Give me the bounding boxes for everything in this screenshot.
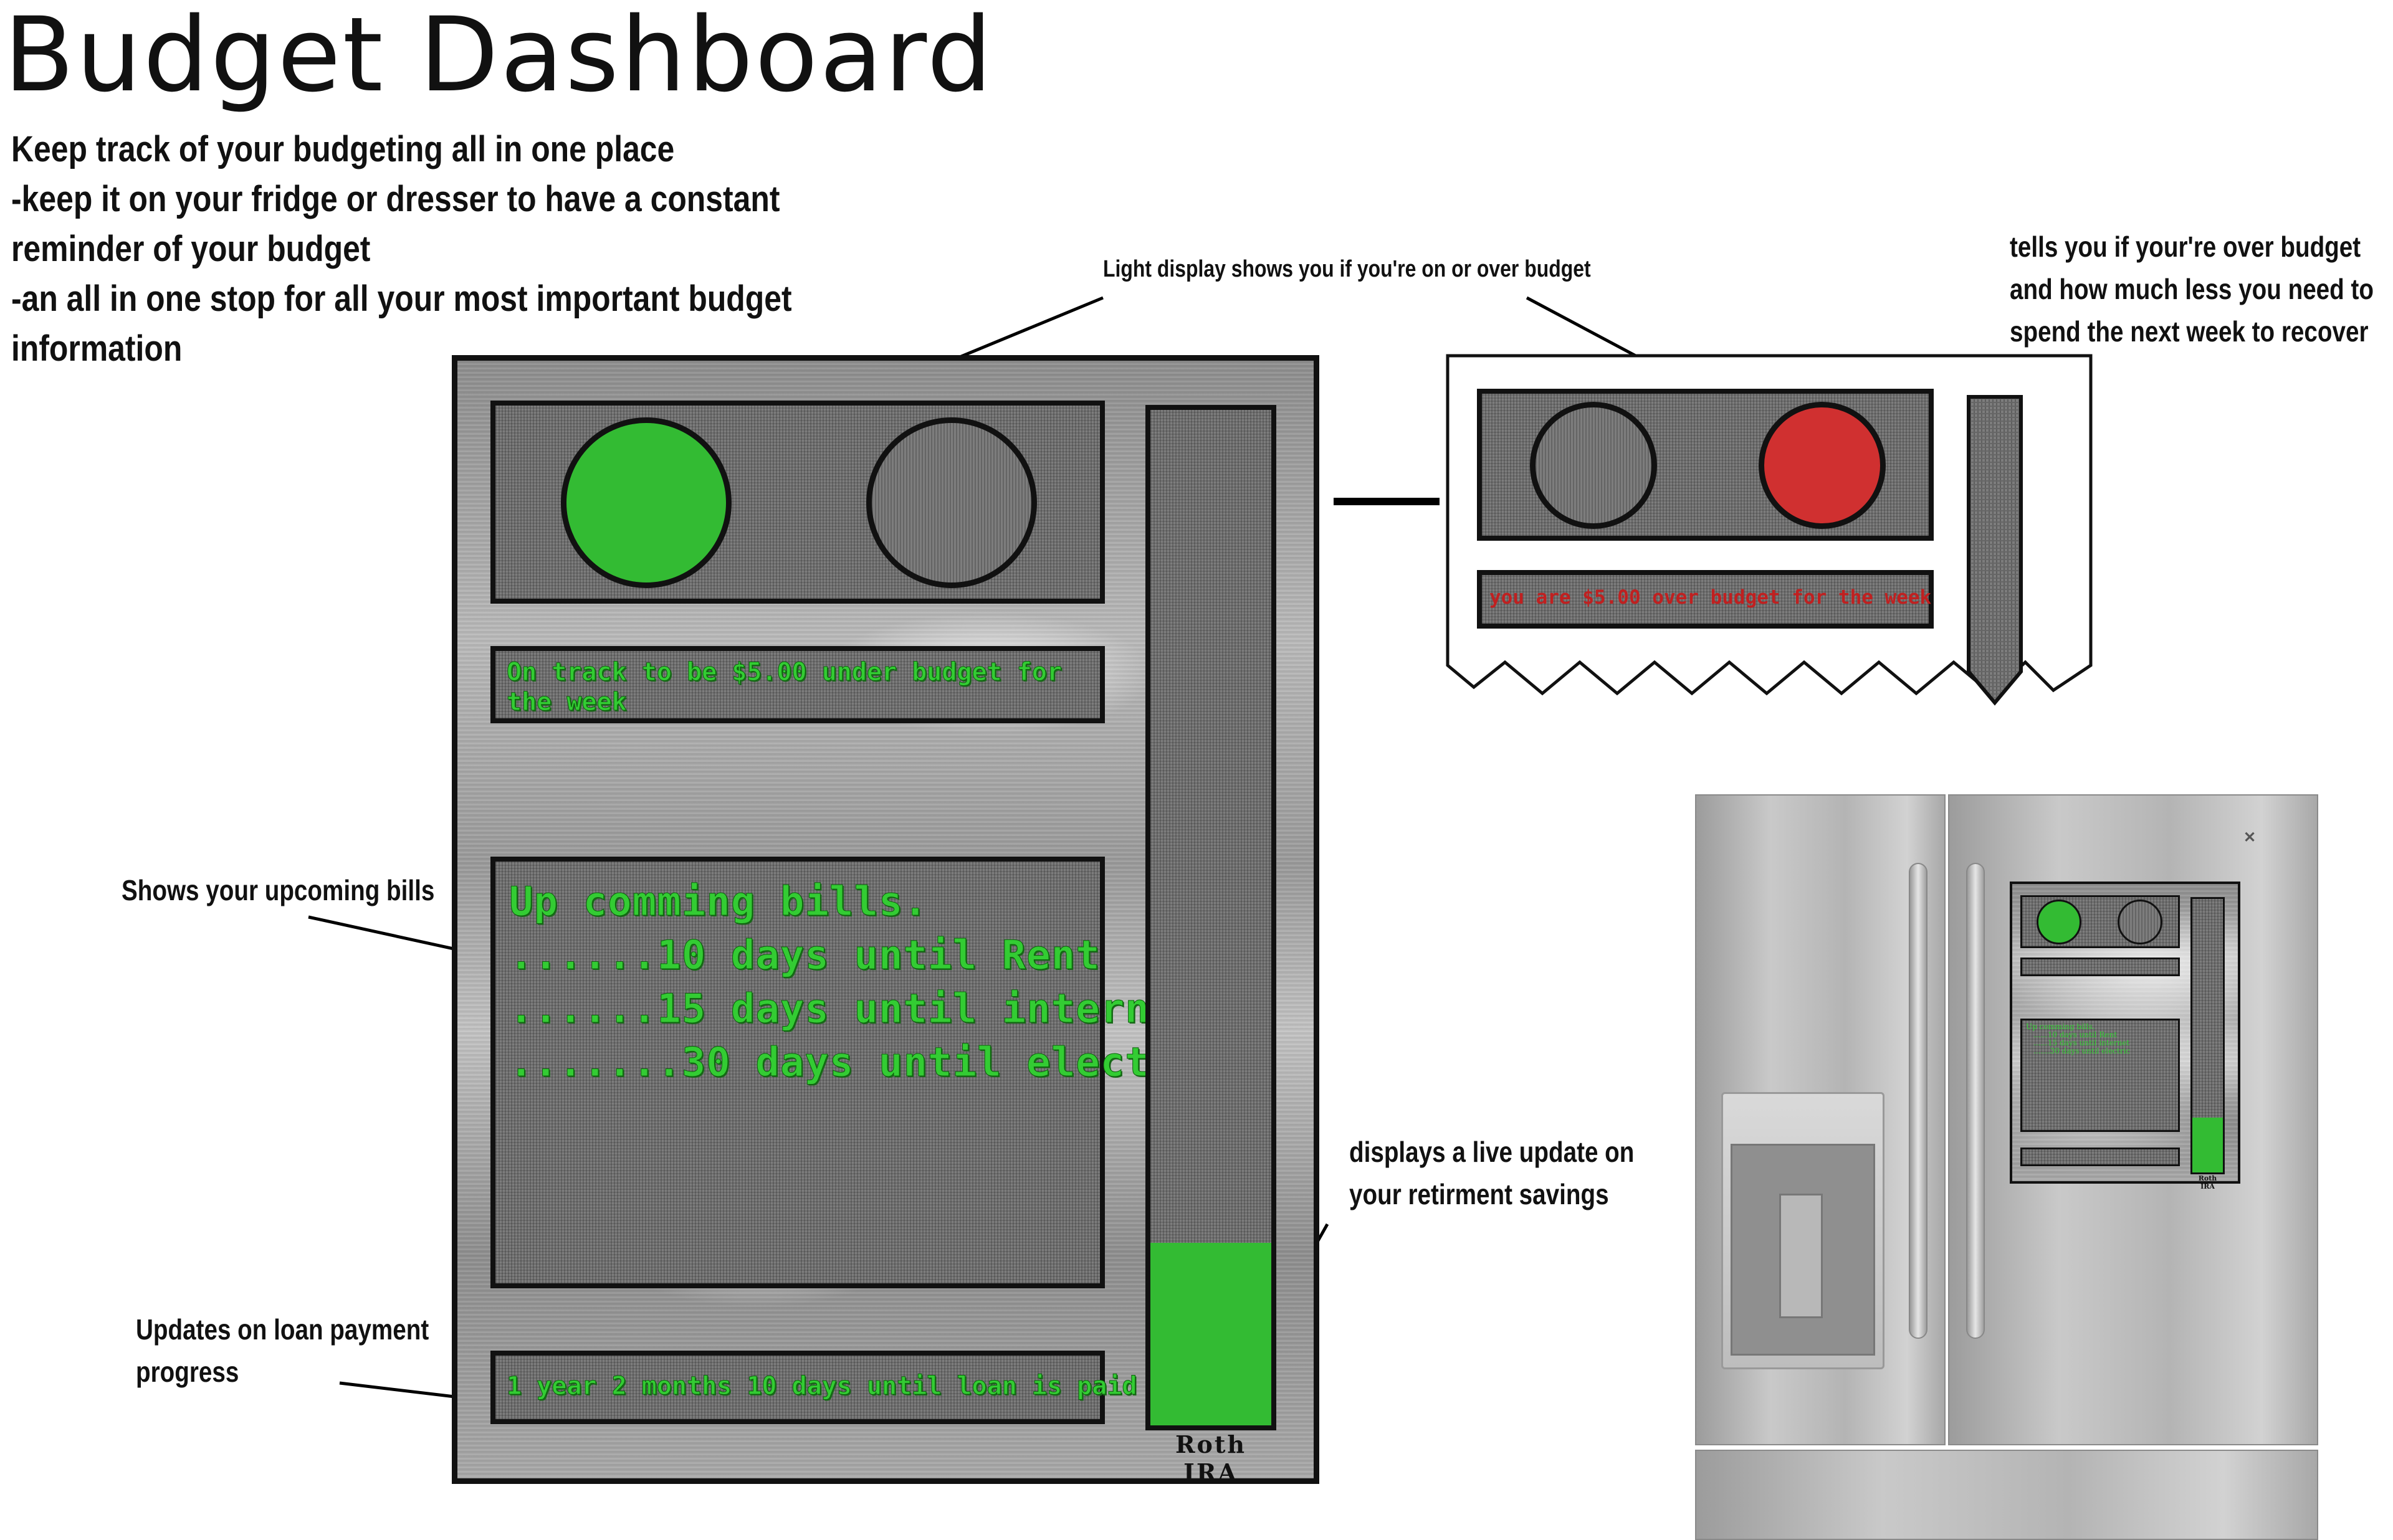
mini-bills-line: .......30 days until electric [2033, 1047, 2131, 1055]
electrolux-logo: ✕ [2243, 829, 2257, 846]
retirement-note: displays a live update on your retirment… [1349, 1131, 1634, 1215]
intro-text: Keep track of your budgeting all in one … [11, 125, 792, 374]
roth-ira-label: Roth IRA [1175, 1430, 1247, 1486]
intro-line: information [11, 328, 183, 369]
bills-note: Shows your upcoming bills [122, 874, 435, 906]
loan-message: 1 year 2 months 10 days until loan is pa… [506, 1372, 1137, 1401]
bills-line: ......10 days until Rent [509, 933, 1101, 979]
intro-line: reminder of your budget [11, 229, 371, 269]
fridge-illustration: ✕ Up comming bills. ......10 days until … [1695, 794, 2318, 1540]
intro-line: Keep track of your budgeting all in one … [11, 129, 675, 169]
fridge-left-handle [1909, 863, 1927, 1339]
over-budget-message-display: you are $5.00 over budget for the week [1477, 570, 1934, 629]
status-display: On track to be $5.00 under budget for th… [490, 646, 1105, 723]
bills-line: Up comming bills. [509, 879, 929, 926]
dispenser-paddle [1779, 1194, 1823, 1318]
over-budget-gauge [1967, 395, 2023, 706]
intro-line: -an all in one stop for all your most im… [11, 278, 792, 319]
bills-list: Up comming bills. ......10 days until Re… [509, 875, 1223, 1090]
loan-display: 1 year 2 months 10 days until loan is pa… [490, 1351, 1137, 1424]
mini-roth-ira-gauge-fill [2192, 1118, 2223, 1172]
mini-green-light [2037, 900, 2081, 944]
note-line: your retirment savings [1349, 1178, 1609, 1210]
light-display-note: Light display shows you if you're on or … [1103, 256, 1591, 282]
water-dispenser [1721, 1092, 1884, 1369]
note-line: progress [136, 1356, 239, 1388]
status-message: On track to be $5.00 under budget for th… [507, 658, 1063, 717]
mini-bills-list: Up comming bills. ......10 days until Re… [2026, 1023, 2130, 1055]
off-light [866, 417, 1037, 588]
intro-line: -keep it on your fridge or dresser to ha… [11, 179, 780, 219]
over-budget-message: you are $5.00 over budget for the week [1489, 586, 1932, 609]
mini-roth-ira-gauge [2190, 897, 2225, 1174]
fridge-freezer-drawer [1695, 1450, 2318, 1540]
bills-line: .......30 days until electric [509, 1040, 1224, 1086]
over-budget-note: tells you if your're over budget and how… [2010, 226, 2374, 353]
note-line: and how much less you need to [2010, 273, 2374, 305]
off-light [1530, 402, 1657, 529]
roth-ira-gauge-fill [1150, 1242, 1271, 1425]
green-light [561, 417, 732, 588]
note-line: spend the next week to recover [2010, 315, 2369, 348]
roth-ira-gauge [1145, 405, 1276, 1430]
note-line: displays a live update on [1349, 1136, 1635, 1168]
fridge-right-handle [1966, 863, 1985, 1339]
mini-bills-line: ......10 days until Rent [2033, 1030, 2118, 1039]
red-light [1759, 402, 1886, 529]
mini-loan-display [2020, 1148, 2180, 1166]
mini-bills-display: Up comming bills. ......10 days until Re… [2020, 1019, 2180, 1132]
note-line: Updates on loan payment [136, 1313, 429, 1346]
mini-bills-line: Up comming bills. [2026, 1022, 2095, 1031]
mini-bills-line: ......15 days until internet [2033, 1039, 2130, 1047]
mini-status-display [2020, 958, 2180, 976]
note-line: tells you if your're over budget [2010, 231, 2361, 263]
mini-off-light [2118, 900, 2162, 944]
loan-note: Updates on loan payment progress [136, 1308, 429, 1393]
page-title: Budget Dashboard [4, 0, 995, 115]
bills-display: Up comming bills. ......10 days until Re… [490, 857, 1223, 1288]
bills-line: ......15 days until internet [509, 986, 1199, 1033]
mini-roth-ira-label: Roth IRA [2198, 1174, 2217, 1191]
